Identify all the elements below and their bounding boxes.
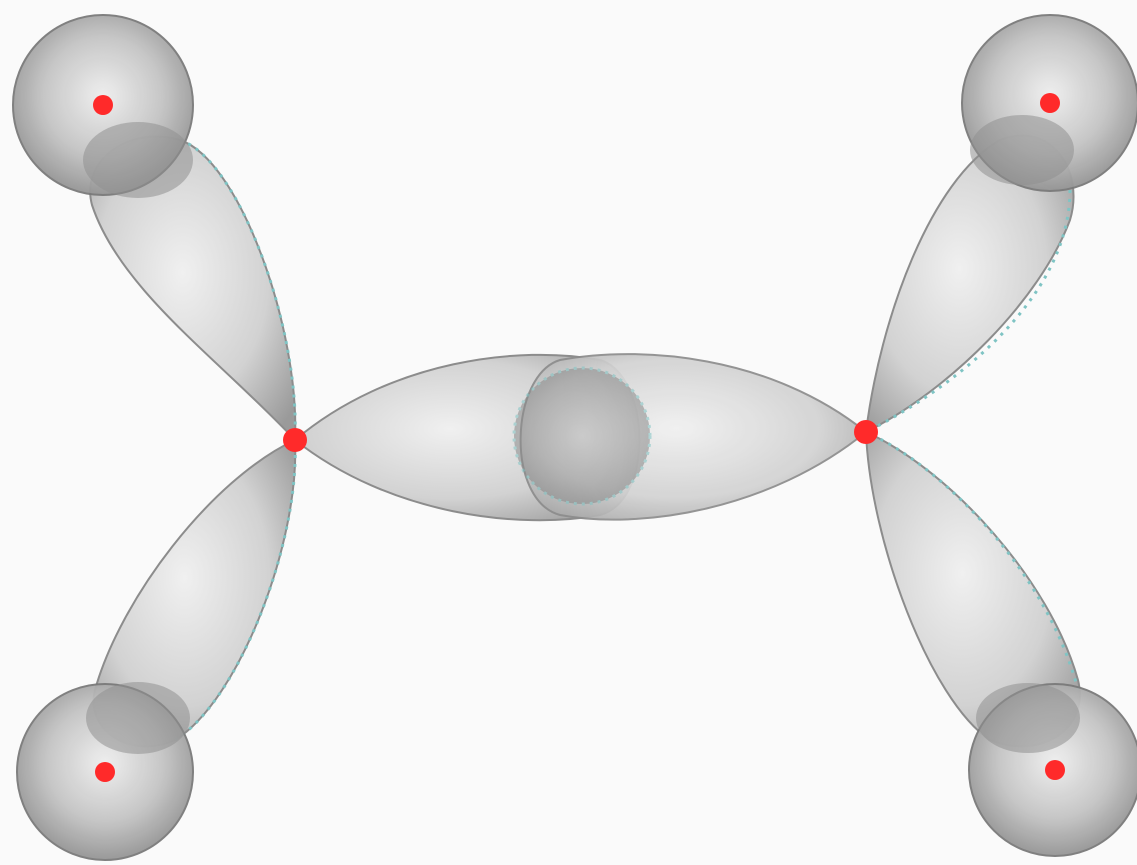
overlap-bottom-right [976, 683, 1080, 753]
hydrogen-bottom-right [969, 683, 1137, 856]
nucleus-h-bottom-right [1045, 760, 1065, 780]
nucleus-h-top-right [1040, 93, 1060, 113]
overlap-bottom-left [86, 682, 190, 754]
nucleus-carbon-left [283, 428, 307, 452]
hydrogen-top-left [13, 15, 193, 198]
sigma-cc-bond [295, 354, 866, 520]
hydrogen-top-right [962, 15, 1137, 191]
hydrogen-bottom-left [17, 682, 193, 860]
nucleus-h-top-left [93, 95, 113, 115]
cc-overlap-region [514, 368, 650, 504]
overlap-top-right [970, 115, 1074, 185]
nucleus-carbon-right [854, 420, 878, 444]
nucleus-h-bottom-left [95, 762, 115, 782]
overlap-top-left [83, 122, 193, 198]
